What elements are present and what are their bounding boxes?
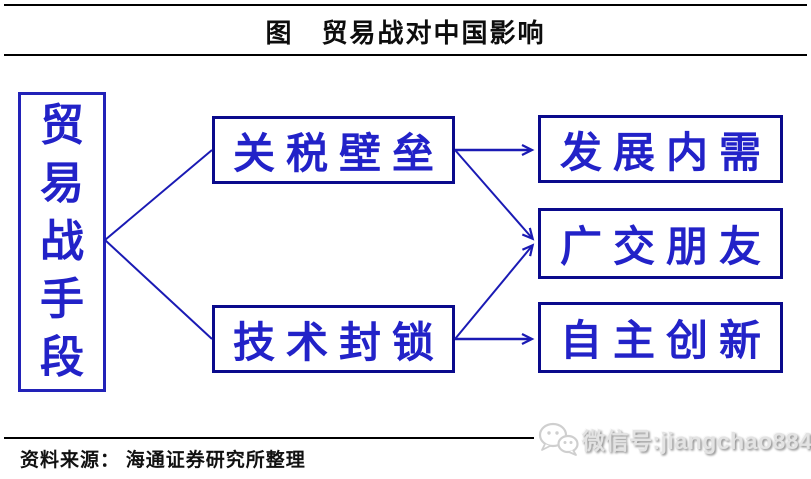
node-label: 关税壁垒 xyxy=(232,131,445,178)
footer-rule xyxy=(4,437,807,439)
source-note: 资料来源： 海通证券研究所整理 xyxy=(20,450,306,471)
node-tech-blockade: 技术封锁 xyxy=(212,305,455,373)
edge-tech-to-friends xyxy=(454,243,535,340)
node-make-friends-widely: 广交朋友 xyxy=(538,208,783,279)
node-label: 自主创新 xyxy=(559,319,772,365)
edge-means-to-tech xyxy=(104,239,213,340)
node-label: 广交朋友 xyxy=(559,225,772,271)
edge-tariff-to-friends xyxy=(454,149,535,241)
node-trade-war-means: 贸易战手段 xyxy=(18,92,106,392)
node-label: 发展内需 xyxy=(559,130,772,177)
watermark-text: 微信号:jiangchao8848 xyxy=(582,428,811,454)
node-tariff-barriers: 关税壁垒 xyxy=(212,116,455,184)
top-rule xyxy=(4,4,807,6)
node-label: 贸易战手段 xyxy=(40,101,84,382)
edge-means-to-tariff xyxy=(104,149,213,241)
node-label: 技术封锁 xyxy=(232,320,445,367)
title-rule xyxy=(4,54,807,56)
node-develop-domestic-demand: 发展内需 xyxy=(538,115,783,183)
node-independent-innovation: 自主创新 xyxy=(538,302,783,373)
watermark: 微信号:jiangchao8848 xyxy=(534,420,811,458)
wechat-icon xyxy=(538,422,579,456)
figure-title: 图 贸易战对中国影响 xyxy=(265,19,546,48)
